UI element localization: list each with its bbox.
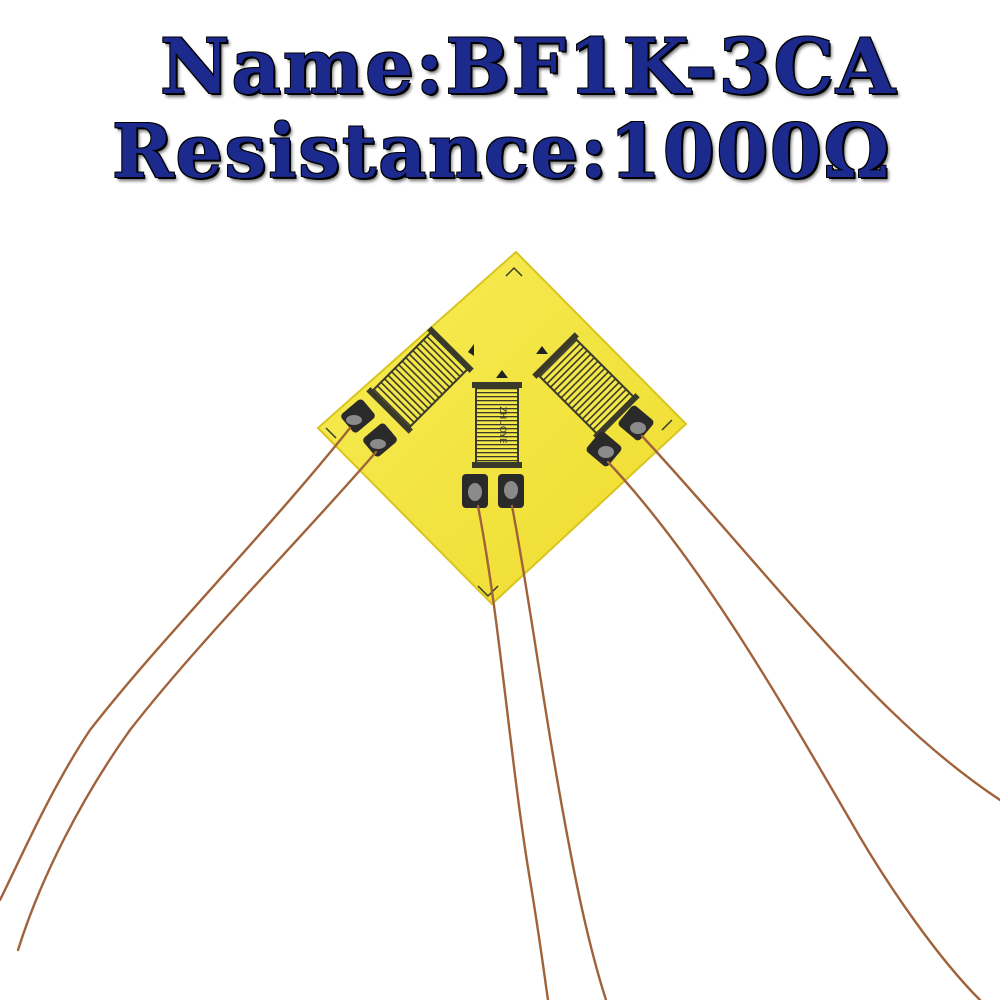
corner-mark-left (325, 427, 337, 439)
lead-wires (0, 426, 1000, 1000)
center-arrow-mark (496, 370, 508, 378)
product-name-line: Name:BF1K-3CA (160, 22, 898, 111)
wire-center-2 (510, 504, 608, 1000)
corner-mark-right (661, 419, 673, 431)
left-solder-pads (341, 399, 397, 457)
corner-mark-top (505, 266, 523, 277)
center-gauge-grid: ZHUOYE (472, 382, 522, 468)
wire-right-1 (606, 460, 982, 1000)
resistance-line: Resistance:1000Ω (112, 109, 892, 195)
corner-mark-bottom (477, 585, 499, 598)
center-solder-pads (462, 474, 524, 508)
title-block: Name:BF1K-3CA Resistance:1000Ω (0, 0, 1000, 200)
left-arrow-mark (468, 344, 474, 356)
gauge-marking-text: ZHUOYE (497, 406, 507, 444)
wire-left-2 (16, 450, 378, 952)
wire-right-2 (640, 434, 1000, 802)
wire-left-1 (0, 426, 352, 902)
wire-center-1 (476, 504, 550, 1000)
left-gauge-grid (366, 326, 474, 434)
right-solder-pads (586, 405, 654, 467)
right-gauge-grid (532, 332, 640, 440)
right-arrow-mark (536, 346, 548, 354)
